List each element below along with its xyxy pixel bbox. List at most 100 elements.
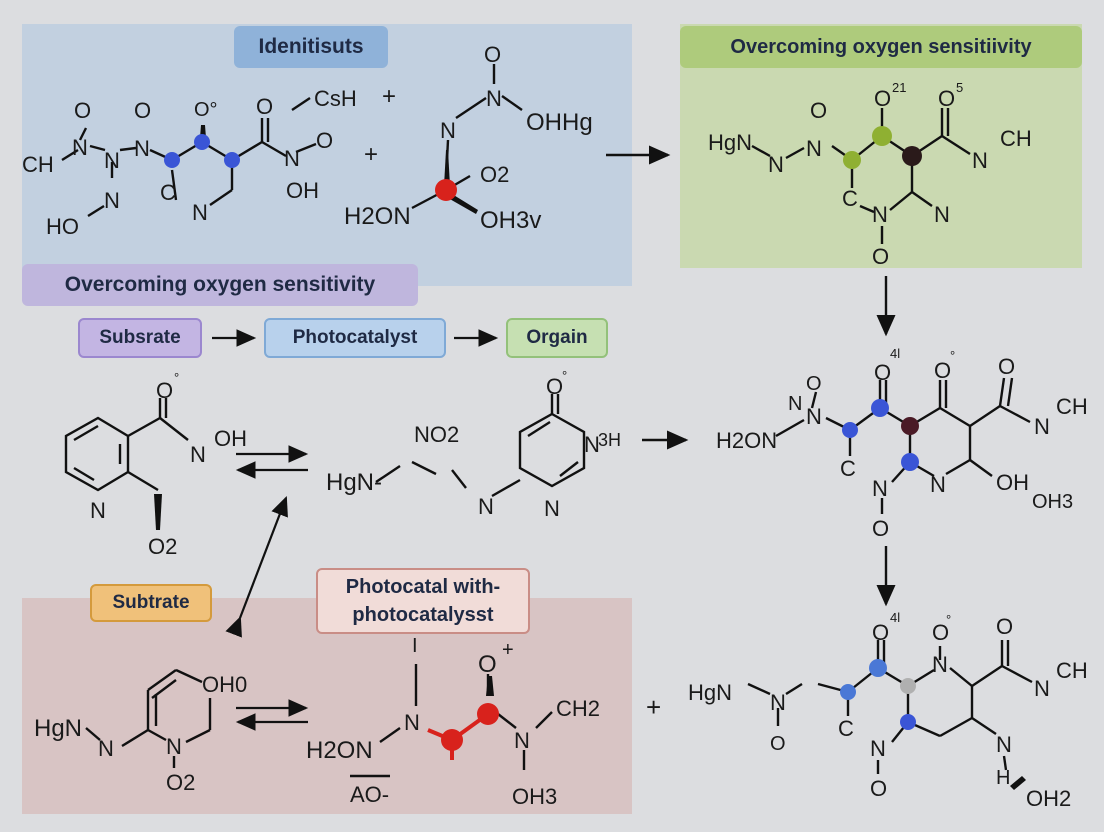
atom-label: O bbox=[156, 378, 173, 403]
atom-label: N bbox=[872, 202, 888, 227]
atom-label: N bbox=[972, 148, 988, 173]
plus-sign: + bbox=[382, 83, 396, 110]
wedge-bond bbox=[154, 494, 162, 530]
atom-label: N bbox=[544, 496, 560, 521]
atom-label: O bbox=[484, 42, 501, 67]
atom-label: CH bbox=[1056, 394, 1088, 419]
atom-label: H2ON bbox=[306, 737, 373, 764]
atom-label: O bbox=[478, 651, 497, 678]
atom-label: O bbox=[874, 86, 891, 111]
molecule-pyrimidine bbox=[375, 394, 586, 498]
atom-sphere-blue bbox=[900, 714, 916, 730]
atom-sphere-blue bbox=[869, 659, 887, 677]
atom-label: N bbox=[768, 152, 784, 177]
atom-label: 3H bbox=[598, 430, 621, 450]
molecule-reactant-1 bbox=[61, 97, 317, 218]
atom-label: HgN- bbox=[326, 469, 382, 496]
atom-sphere-red bbox=[477, 703, 499, 725]
atom-label: N bbox=[72, 135, 88, 160]
atom-label: OH3v bbox=[480, 207, 541, 234]
atom-label: N bbox=[930, 472, 946, 497]
atom-sphere-blue bbox=[164, 152, 180, 168]
flow-step-photocatalyst: Photocatalyst bbox=[264, 318, 446, 358]
atom-label: O2 bbox=[480, 162, 509, 187]
atom-label: N bbox=[1034, 414, 1050, 439]
atom-label: N bbox=[134, 136, 150, 161]
superscript-label: ° bbox=[562, 368, 567, 383]
atom-label: N bbox=[98, 736, 114, 761]
atom-label: N bbox=[192, 200, 208, 225]
superscript-label: ° bbox=[174, 370, 179, 385]
atom-sphere-dark bbox=[901, 417, 919, 435]
atom-label: OH bbox=[286, 178, 319, 203]
substrate-panel bbox=[22, 598, 632, 814]
atom-label: O2 bbox=[148, 534, 177, 559]
superscript-label: ° bbox=[950, 348, 955, 363]
wedge-bond bbox=[1010, 776, 1026, 790]
atom-sphere-blue bbox=[224, 152, 240, 168]
molecule-product-3 bbox=[747, 640, 1033, 774]
atom-label: I bbox=[412, 635, 418, 657]
double-arrow bbox=[225, 495, 288, 638]
atom-label: OH0 bbox=[202, 672, 247, 697]
atom-label: N bbox=[584, 432, 600, 457]
atom-label: C bbox=[160, 180, 176, 205]
atom-label: N bbox=[770, 690, 786, 715]
wedge-bond bbox=[486, 676, 494, 696]
atom-label: N bbox=[514, 728, 530, 753]
atom-label: O bbox=[872, 244, 889, 269]
atom-label: HgN bbox=[34, 715, 82, 742]
atom-label: N bbox=[806, 404, 822, 429]
atom-label: N bbox=[870, 736, 886, 761]
atom-sphere-gray bbox=[900, 678, 916, 694]
molecule-product-2 bbox=[775, 377, 1031, 514]
atom-sphere-green bbox=[843, 151, 861, 169]
atom-label: N bbox=[478, 494, 494, 519]
atom-label: O bbox=[134, 98, 151, 123]
atom-sphere-red bbox=[435, 179, 457, 201]
atom-label: N bbox=[104, 148, 120, 173]
superscript-label: ° bbox=[946, 612, 951, 627]
superscript-label: 4l bbox=[890, 346, 900, 361]
atom-label: O bbox=[996, 614, 1013, 639]
section-title: Overcoming oxygen sensitivity bbox=[22, 264, 418, 306]
atom-label: O bbox=[770, 733, 786, 755]
atom-sphere-blue bbox=[871, 399, 889, 417]
atom-label: N bbox=[1034, 676, 1050, 701]
atom-label: OH3 bbox=[512, 784, 557, 809]
atom-label: N bbox=[404, 710, 420, 735]
molecule-substrate bbox=[85, 668, 212, 768]
atom-label: OH2 bbox=[1026, 786, 1071, 811]
atom-label: N bbox=[934, 202, 950, 227]
atom-label: AO- bbox=[350, 782, 389, 807]
atom-label: O bbox=[872, 620, 889, 645]
plus-sign: + bbox=[364, 141, 378, 168]
atom-label: O bbox=[932, 620, 949, 645]
atom-label: HgN bbox=[708, 130, 752, 155]
atom-label: CsH bbox=[314, 86, 357, 111]
atom-label: O bbox=[806, 373, 822, 395]
plus-sign: + bbox=[646, 692, 661, 722]
atom-label: O bbox=[256, 94, 273, 119]
atom-label: O2 bbox=[166, 770, 195, 795]
atom-label: OHHg bbox=[526, 109, 593, 136]
atom-sphere-blue bbox=[840, 684, 856, 700]
atom-label: OH bbox=[996, 470, 1029, 495]
flow-step-organic: Orgain bbox=[506, 318, 608, 358]
atom-label: N bbox=[90, 498, 106, 523]
wedge-bond bbox=[444, 150, 450, 186]
atom-label: CH bbox=[22, 152, 54, 177]
superscript-label: 5 bbox=[956, 80, 963, 95]
product-title: Overcoming oxygen sensitiivity bbox=[680, 26, 1082, 68]
atom-label: OH bbox=[214, 426, 247, 451]
atom-sphere-blue bbox=[901, 453, 919, 471]
atom-label: O bbox=[872, 516, 889, 541]
atom-label: N bbox=[284, 146, 300, 171]
atom-label: N bbox=[190, 442, 206, 467]
superscript-label: 21 bbox=[892, 80, 906, 95]
atom-label: N bbox=[486, 86, 502, 111]
atom-label: NO2 bbox=[414, 422, 459, 447]
atom-label: N bbox=[166, 734, 182, 759]
atom-label: O bbox=[546, 374, 563, 399]
